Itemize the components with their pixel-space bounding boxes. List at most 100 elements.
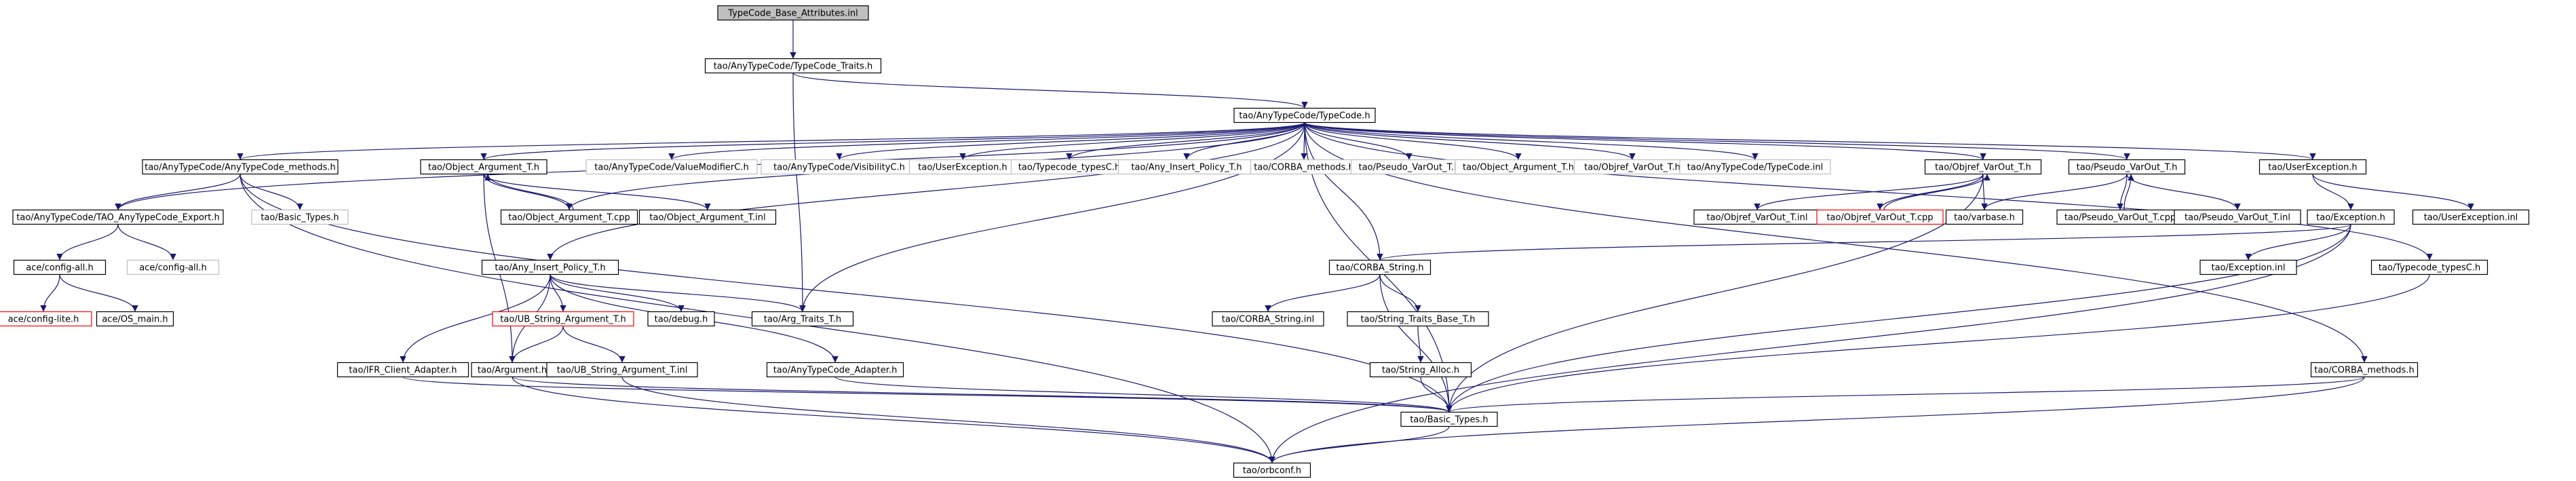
file-node-box: [751, 311, 854, 327]
file-node[interactable]: tao/varbase.h: [1945, 209, 2024, 225]
file-node-label: tao/varbase.h: [1954, 213, 2015, 223]
file-node-label: tao/Exception.h: [2316, 213, 2385, 223]
file-node[interactable]: tao/Objref_VarOut_T.cpp: [1816, 209, 1944, 225]
file-node-label: tao/UserException.h: [2268, 163, 2357, 173]
dependency-edge: [117, 224, 176, 261]
file-node-label: tao/Basic_Types.h: [261, 213, 339, 223]
file-node[interactable]: tao/Object_Argument_T.cpp: [500, 209, 638, 225]
file-node[interactable]: tao/Basic_Types.h: [1400, 411, 1498, 427]
file-node: tao/AnyTypeCode/ValueModifierC.h: [585, 159, 758, 175]
file-node[interactable]: tao/Argument.h: [471, 362, 554, 378]
dependency-edge: [1446, 274, 2430, 412]
dependency-edges: [40, 20, 2474, 463]
file-node[interactable]: tao/Pseudo_VarOut_T.inl: [2174, 209, 2301, 225]
dependency-edge: [1446, 224, 2351, 412]
file-node-label: tao/AnyTypeCode/TypeCode.inl: [1687, 163, 1823, 173]
file-node-label: tao/UserException.h: [918, 163, 1007, 173]
file-node-box: [585, 159, 758, 175]
file-node[interactable]: tao/Arg_Traits_T.h: [751, 311, 854, 327]
dependency-edge: [483, 174, 711, 210]
dependency-edge: [1269, 426, 1450, 463]
file-node: tao/Objref_VarOut_T.h: [1573, 159, 1691, 175]
file-node-label: tao/orbconf.h: [1243, 466, 1301, 476]
file-node[interactable]: tao/Objref_VarOut_T.inl: [1693, 209, 1821, 225]
file-node-box: [704, 58, 882, 74]
dependency-edge: [1417, 326, 1424, 363]
dependency-edge: [799, 122, 1305, 312]
file-node[interactable]: tao/String_Alloc.h: [1369, 362, 1472, 378]
file-node[interactable]: tao/UserException.h: [2258, 159, 2367, 175]
file-node-label: tao/Typecode_typesC.h: [1018, 163, 1120, 173]
file-node-box: [142, 159, 339, 175]
file-node[interactable]: tao/CORBA_methods.h: [2310, 362, 2419, 378]
file-node[interactable]: tao/String_Traits_Base_T.h: [1347, 311, 1489, 327]
dependency-edge: [1304, 122, 2433, 261]
dependency-edge: [1981, 174, 2128, 210]
file-node[interactable]: tao/Any_Insert_Policy_T.h: [481, 259, 619, 275]
dependency-edge: [1377, 223, 2351, 261]
file-node[interactable]: tao/Pseudo_VarOut_T.cpp: [2056, 209, 2184, 225]
file-node[interactable]: tao/Typecode_typesC.h: [2370, 259, 2488, 275]
file-node[interactable]: tao/AnyTypeCode/TypeCode.h: [1233, 107, 1376, 123]
dependency-edge: [512, 377, 1275, 463]
file-node-label: tao/UserException.inl: [2424, 213, 2518, 223]
dependency-edge: [621, 377, 1275, 463]
file-node: tao/UserException.h: [908, 159, 1017, 175]
file-node-label: tao/Pseudo_VarOut_T.cpp: [2064, 213, 2176, 223]
file-node[interactable]: tao/Object_Argument_T.h: [420, 159, 547, 175]
file-node: tao/Typecode_typesC.h: [1010, 159, 1128, 175]
file-node[interactable]: tao/orbconf.h: [1233, 462, 1311, 478]
file-node[interactable]: tao/debug.h: [647, 311, 715, 327]
file-node[interactable]: tao/UserException.inl: [2412, 209, 2530, 225]
dependency-edge: [550, 274, 685, 312]
dependency-edge: [562, 326, 626, 363]
dependency-edge: [56, 224, 119, 261]
dependency-edge: [1379, 274, 1421, 312]
file-node-label: tao/Objref_VarOut_T.cpp: [1826, 213, 1933, 223]
file-node[interactable]: ace/OS_main.h: [96, 311, 174, 327]
dependency-edge: [2312, 174, 2474, 210]
file-node-label: tao/String_Traits_Base_T.h: [1361, 315, 1476, 325]
file-node-box: [1816, 209, 1944, 225]
dependency-edge: [509, 326, 564, 363]
file-node-box: [126, 259, 220, 275]
file-node[interactable]: tao/CORBA_String.h: [1328, 259, 1431, 275]
dependency-edge: [400, 274, 551, 363]
dependency-edge: [1379, 274, 1453, 412]
file-node[interactable]: tao/AnyTypeCode_Adapter.h: [766, 362, 904, 378]
dependency-edge: [1754, 174, 1984, 210]
file-node-box: [2412, 209, 2530, 225]
dependency-edge: [1265, 274, 1381, 312]
file-node[interactable]: tao/Exception.inl: [2199, 259, 2297, 275]
file-node[interactable]: tao/AnyTypeCode/AnyTypeCode_methods.h: [142, 159, 339, 175]
file-node[interactable]: tao/Pseudo_VarOut_T.h: [2068, 159, 2186, 175]
dependency-edge: [2126, 174, 2241, 210]
file-node[interactable]: tao/AnyTypeCode/TAO_AnyTypeCode_Export.h: [12, 209, 224, 225]
file-node-box: [251, 209, 349, 225]
dependency-edge: [792, 72, 1308, 109]
file-node[interactable]: tao/CORBA_String.inl: [1212, 311, 1324, 327]
file-node[interactable]: ace/config-lite.h: [0, 311, 92, 327]
file-node[interactable]: tao/AnyTypeCode/TypeCode_Traits.h: [704, 58, 882, 74]
file-node[interactable]: tao/Exception.h: [2307, 209, 2395, 225]
dependency-edge: [239, 174, 303, 210]
file-node[interactable]: tao/UB_String_Argument_T.inl: [546, 362, 698, 378]
file-node[interactable]: tao/IFR_Client_Adapter.h: [337, 362, 469, 378]
file-node-box: [1347, 311, 1489, 327]
file-node[interactable]: tao/Object_Argument_T.inl: [638, 209, 777, 225]
file-node-label: tao/Object_Argument_T.inl: [649, 213, 765, 223]
file-node-box: [2068, 159, 2186, 175]
dependency-edge: [1304, 121, 1986, 161]
dependency-edge: [1304, 122, 1412, 160]
dependency-edge: [1304, 121, 1758, 161]
file-node-label: tao/AnyTypeCode/VisibilityC.h: [773, 163, 905, 173]
file-node[interactable]: tao/UB_String_Argument_T.h: [492, 311, 634, 327]
file-node[interactable]: TypeCode_Base_Attributes.inl: [717, 5, 869, 21]
file-node-box: [481, 259, 619, 275]
dependency-edge: [550, 274, 566, 312]
dependency-edge: [2117, 174, 2128, 210]
file-node[interactable]: ace/config-all.h: [13, 259, 107, 275]
file-node[interactable]: tao/Objref_VarOut_T.h: [1924, 159, 2042, 175]
dependency-edge: [792, 73, 806, 312]
